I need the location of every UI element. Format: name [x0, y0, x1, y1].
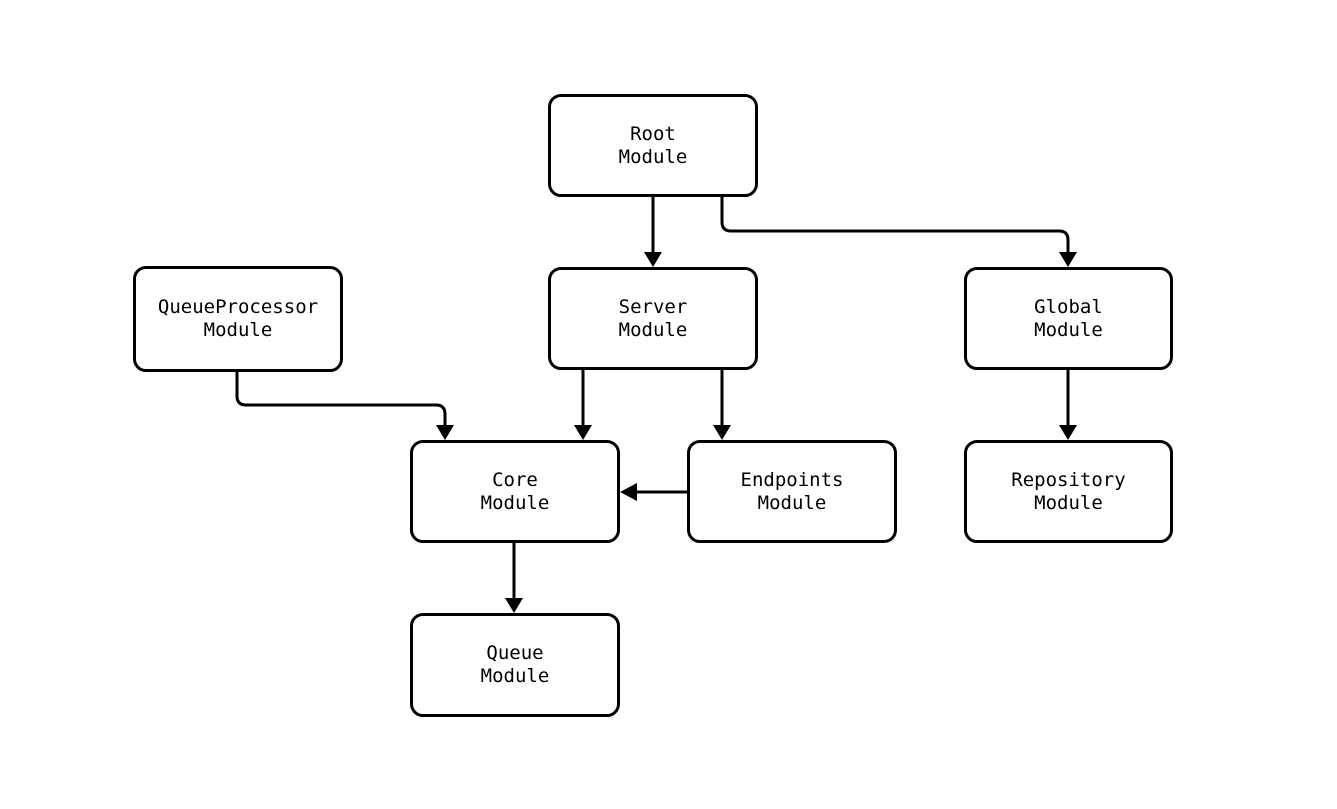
node-queueprocessor-line2: Module	[203, 319, 273, 341]
node-repository-line2: Module	[1034, 491, 1103, 514]
node-server[interactable]: Server Module	[548, 267, 758, 370]
node-queue-line1: Queue	[486, 642, 544, 664]
node-server-line1: Server	[618, 295, 688, 318]
node-endpoints-line2: Module	[757, 491, 827, 514]
node-core-line1: Core	[492, 468, 538, 491]
node-core[interactable]: Core Module	[410, 440, 620, 543]
node-queue[interactable]: Queue Module	[410, 613, 620, 717]
node-server-line2: Module	[618, 318, 688, 341]
arrowhead-core-to-queue	[505, 598, 523, 613]
arrowhead-endpoints-to-core	[620, 483, 637, 501]
node-root-line1: Root	[630, 122, 676, 145]
node-endpoints-line1: Endpoints	[740, 468, 844, 491]
node-core-line2: Module	[480, 491, 550, 514]
node-repository-line1: Repository	[1011, 468, 1126, 491]
node-root[interactable]: Root Module	[548, 94, 758, 197]
arrowhead-global-to-repository	[1059, 425, 1077, 440]
node-queueprocessor-line1: QueueProcessor	[157, 296, 319, 318]
node-global[interactable]: Global Module	[964, 267, 1173, 370]
node-queue-line2: Module	[480, 665, 550, 687]
node-queueprocessor[interactable]: QueueProcessor Module	[133, 266, 343, 372]
arrowhead-root-to-global	[1059, 252, 1077, 267]
arrowhead-root-to-server	[644, 252, 662, 267]
node-global-line2: Module	[1034, 318, 1103, 341]
node-global-line1: Global	[1034, 295, 1103, 318]
node-repository[interactable]: Repository Module	[964, 440, 1173, 543]
arrowhead-server-to-core	[574, 425, 592, 440]
arrowhead-server-to-endpoints	[713, 425, 731, 440]
edge-queueprocessor-to-core	[235, 372, 447, 429]
node-endpoints[interactable]: Endpoints Module	[687, 440, 897, 543]
node-root-line2: Module	[618, 145, 688, 168]
arrowhead-queueprocessor-to-core	[436, 425, 454, 440]
edge-root-to-global	[720, 197, 1070, 256]
